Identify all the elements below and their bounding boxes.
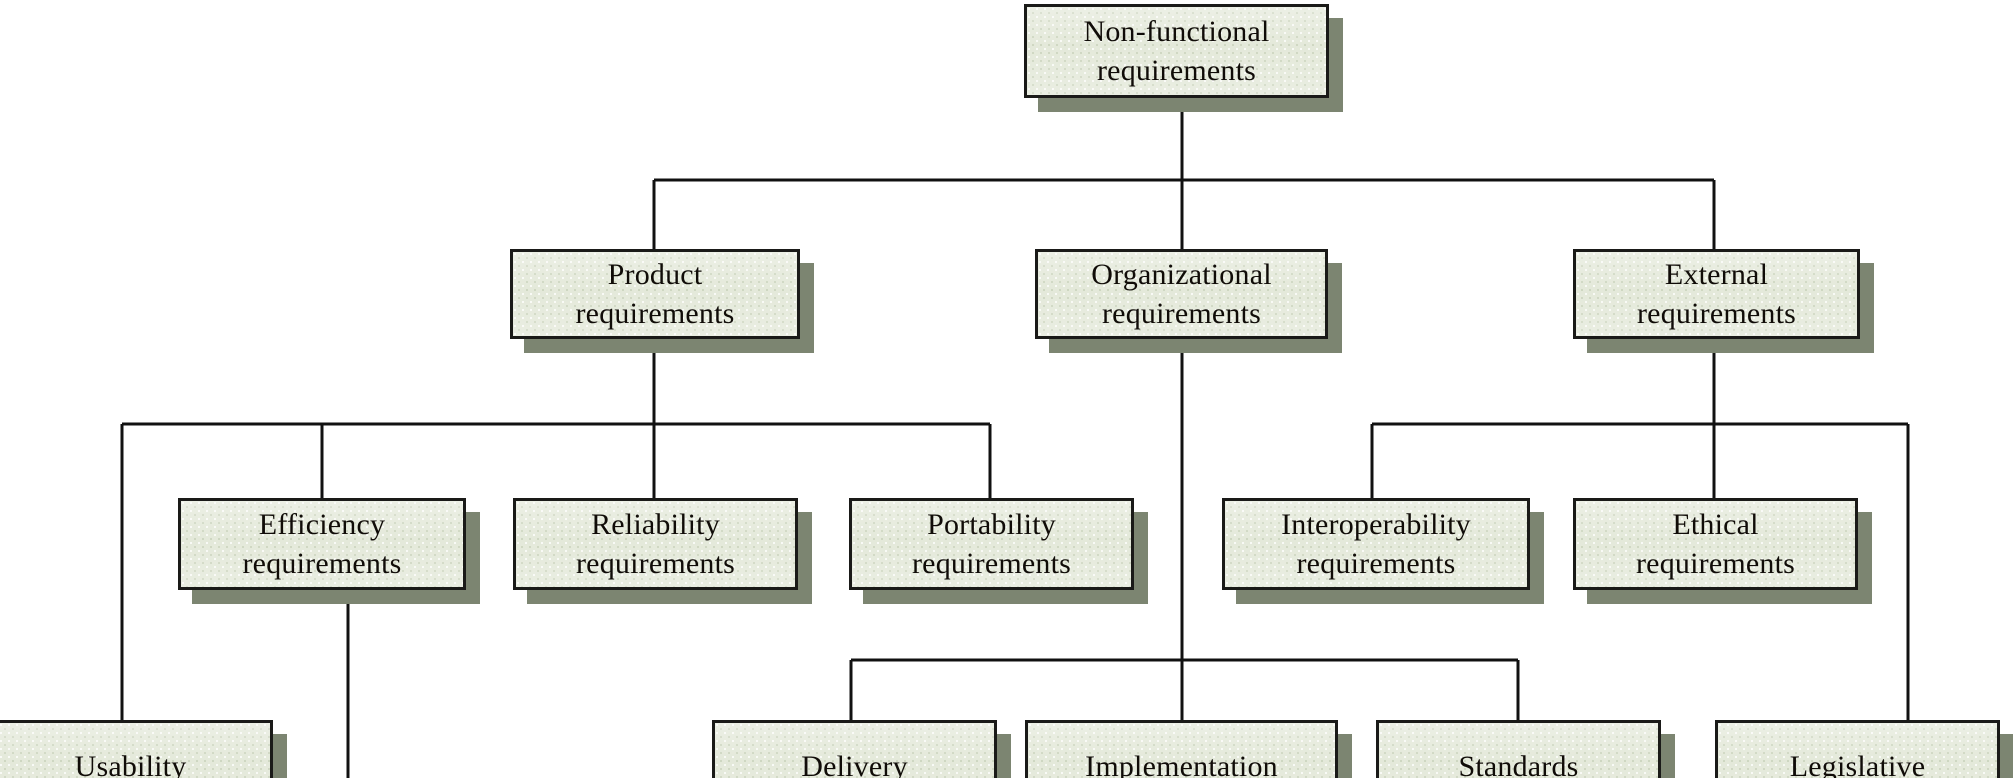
node-box: Efficiency requirements bbox=[178, 498, 466, 590]
node-box: Delivery bbox=[712, 720, 997, 778]
node-box: Reliability requirements bbox=[513, 498, 798, 590]
node-label-line2: requirements bbox=[1101, 297, 1261, 330]
node-label-line1: Portability bbox=[927, 508, 1056, 541]
node-portability-requirements[interactable]: Portability requirements bbox=[849, 498, 1148, 604]
node-label-line2: requirements bbox=[1635, 547, 1795, 580]
node-label-line1: External bbox=[1664, 258, 1769, 291]
node-label-line1: Efficiency bbox=[258, 508, 386, 541]
node-organizational-requirements[interactable]: Organizational requirements bbox=[1035, 249, 1342, 353]
node-box: Legislative bbox=[1715, 720, 2000, 778]
node-label-line1: Implementation bbox=[1085, 749, 1278, 778]
node-label-line2: requirements bbox=[911, 547, 1071, 580]
node-legislative[interactable]: Legislative bbox=[1715, 720, 2013, 778]
node-label-line2: requirements bbox=[1636, 297, 1796, 330]
node-label-line2: requirements bbox=[575, 297, 735, 330]
node-label-line1: Reliability bbox=[591, 508, 720, 541]
node-implementation[interactable]: Implementation bbox=[1025, 720, 1352, 778]
node-label-line1: Organizational bbox=[1091, 258, 1272, 291]
node-label-line1: Delivery bbox=[801, 749, 908, 778]
node-standards[interactable]: Standards bbox=[1376, 720, 1675, 778]
node-product-requirements[interactable]: Product requirements bbox=[510, 249, 814, 353]
node-ethical-requirements[interactable]: Ethical requirements bbox=[1573, 498, 1872, 604]
node-reliability-requirements[interactable]: Reliability requirements bbox=[513, 498, 812, 604]
node-box: Usability bbox=[0, 720, 273, 778]
node-box: Implementation bbox=[1025, 720, 1338, 778]
node-label-line1: Non-functional bbox=[1083, 15, 1270, 48]
node-label-line2: requirements bbox=[1296, 547, 1456, 580]
node-delivery[interactable]: Delivery bbox=[712, 720, 1011, 778]
node-label-line1: Legislative bbox=[1789, 749, 1926, 778]
node-box: Standards bbox=[1376, 720, 1661, 778]
node-box: Non-functional requirements bbox=[1024, 4, 1329, 98]
node-box: Ethical requirements bbox=[1573, 498, 1858, 590]
node-label-line1: Usability bbox=[74, 749, 187, 778]
node-box: Interoperability requirements bbox=[1222, 498, 1530, 590]
node-usability[interactable]: Usability bbox=[0, 720, 287, 778]
node-box: Organizational requirements bbox=[1035, 249, 1328, 339]
node-box: Portability requirements bbox=[849, 498, 1134, 590]
node-interoperability-requirements[interactable]: Interoperability requirements bbox=[1222, 498, 1544, 604]
node-label-line2: requirements bbox=[242, 547, 402, 580]
node-box: Product requirements bbox=[510, 249, 800, 339]
node-label-line2: requirements bbox=[1096, 54, 1256, 87]
node-label-line2: requirements bbox=[575, 547, 735, 580]
node-label-line1: Product bbox=[607, 258, 703, 291]
node-label-line1: Ethical bbox=[1672, 508, 1759, 541]
node-label-line1: Standards bbox=[1458, 749, 1579, 778]
node-non-functional-requirements[interactable]: Non-functional requirements bbox=[1024, 4, 1343, 112]
node-box: External requirements bbox=[1573, 249, 1860, 339]
node-efficiency-requirements[interactable]: Efficiency requirements bbox=[178, 498, 480, 604]
node-external-requirements[interactable]: External requirements bbox=[1573, 249, 1874, 353]
node-label-line1: Interoperability bbox=[1281, 508, 1471, 541]
